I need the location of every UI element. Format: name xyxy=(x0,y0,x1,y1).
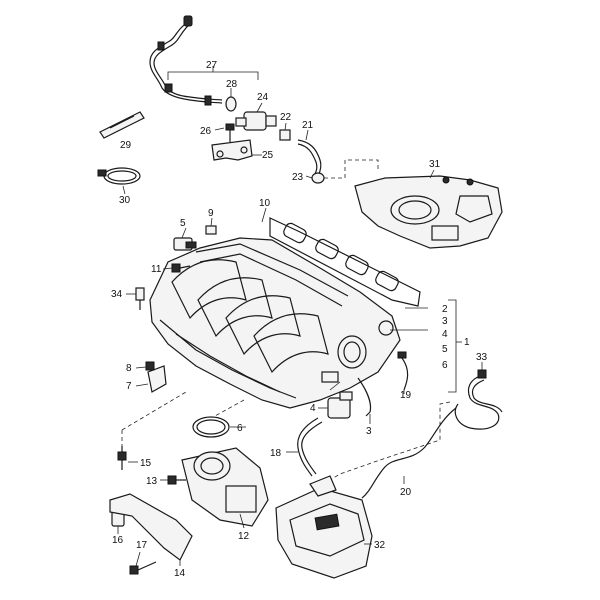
plug-part-34 xyxy=(126,287,145,310)
callout-20: 20 xyxy=(400,487,412,498)
callout-8: 8 xyxy=(126,363,132,374)
callout-3a: 3 xyxy=(442,316,448,327)
callout-21: 21 xyxy=(302,120,314,131)
callout-19: 19 xyxy=(400,390,412,401)
hose-part-18 xyxy=(286,417,323,477)
manifold-gasket-part-10 xyxy=(261,207,421,307)
callout-11: 11 xyxy=(151,264,162,275)
sensor-part-7 xyxy=(135,365,167,393)
callout-13: 13 xyxy=(146,476,158,487)
bracket-part-25 xyxy=(211,139,262,161)
callout-labels: 27 28 24 22 21 26 25 23 29 30 31 9 10 5 … xyxy=(111,60,488,579)
bolt-part-26 xyxy=(214,123,235,142)
vacuum-hose-part-27 xyxy=(149,15,223,106)
callout-6a: 6 xyxy=(442,360,448,371)
callout-34: 34 xyxy=(111,289,123,300)
callout-29: 29 xyxy=(120,140,132,151)
callout-4b: 4 xyxy=(310,403,316,414)
air-filter-box-part-32 xyxy=(275,475,373,579)
bolt-part-17 xyxy=(129,551,157,575)
support-bracket-part-14 xyxy=(109,493,193,566)
bolt-part-11 xyxy=(162,263,191,273)
callout-32: 32 xyxy=(374,540,386,551)
line-part-20 xyxy=(361,407,457,499)
callout-33: 33 xyxy=(476,352,488,363)
callout-15: 15 xyxy=(140,458,152,469)
bolt-part-8 xyxy=(135,361,155,371)
bolt-part-13 xyxy=(160,475,186,485)
stud-part-15 xyxy=(117,446,138,470)
callout-24: 24 xyxy=(257,92,269,103)
callout-16: 16 xyxy=(112,535,124,546)
callout-28: 28 xyxy=(226,79,238,90)
clamp-part-23 xyxy=(305,172,325,184)
callout-5b: 5 xyxy=(442,344,448,355)
valve-part-4 xyxy=(318,391,353,419)
callout-14: 14 xyxy=(174,568,186,579)
callout-26: 26 xyxy=(200,126,212,137)
callout-18: 18 xyxy=(270,448,282,459)
tie-strap-part-29 xyxy=(99,111,145,139)
callout-5a: 5 xyxy=(180,218,186,229)
sensor-part-5 xyxy=(173,227,197,251)
o-ring-part-6 xyxy=(192,416,246,438)
hose-clamp-part-28 xyxy=(225,88,237,112)
callout-25: 25 xyxy=(262,150,274,161)
callout-3b: 3 xyxy=(366,426,372,437)
callout-4a: 4 xyxy=(442,329,448,340)
callout-2: 2 xyxy=(442,304,448,315)
callout-27: 27 xyxy=(206,60,218,71)
hose-part-21 xyxy=(297,129,322,177)
intake-manifold-part-1 xyxy=(149,237,401,409)
callout-17: 17 xyxy=(136,540,148,551)
callout-22: 22 xyxy=(280,112,292,123)
callout-30: 30 xyxy=(119,195,131,206)
callout-10: 10 xyxy=(259,198,271,209)
breather-cover-part-31 xyxy=(354,169,503,249)
hose-clip-part-30 xyxy=(97,167,141,195)
throttle-body-part-12 xyxy=(181,447,269,529)
fitting-part-22 xyxy=(279,122,291,141)
hose-part-19 xyxy=(357,351,409,417)
hose-part-33 xyxy=(454,362,503,430)
callout-31: 31 xyxy=(429,159,441,170)
grommet-part-9 xyxy=(205,217,217,235)
callout-7: 7 xyxy=(126,381,132,392)
callout-12: 12 xyxy=(238,531,250,542)
callout-9: 9 xyxy=(208,208,214,219)
callout-6b: 6 xyxy=(237,423,243,434)
callout-1: 1 xyxy=(464,337,470,348)
valve-part-24 xyxy=(235,102,277,131)
callout-23: 23 xyxy=(292,172,304,183)
